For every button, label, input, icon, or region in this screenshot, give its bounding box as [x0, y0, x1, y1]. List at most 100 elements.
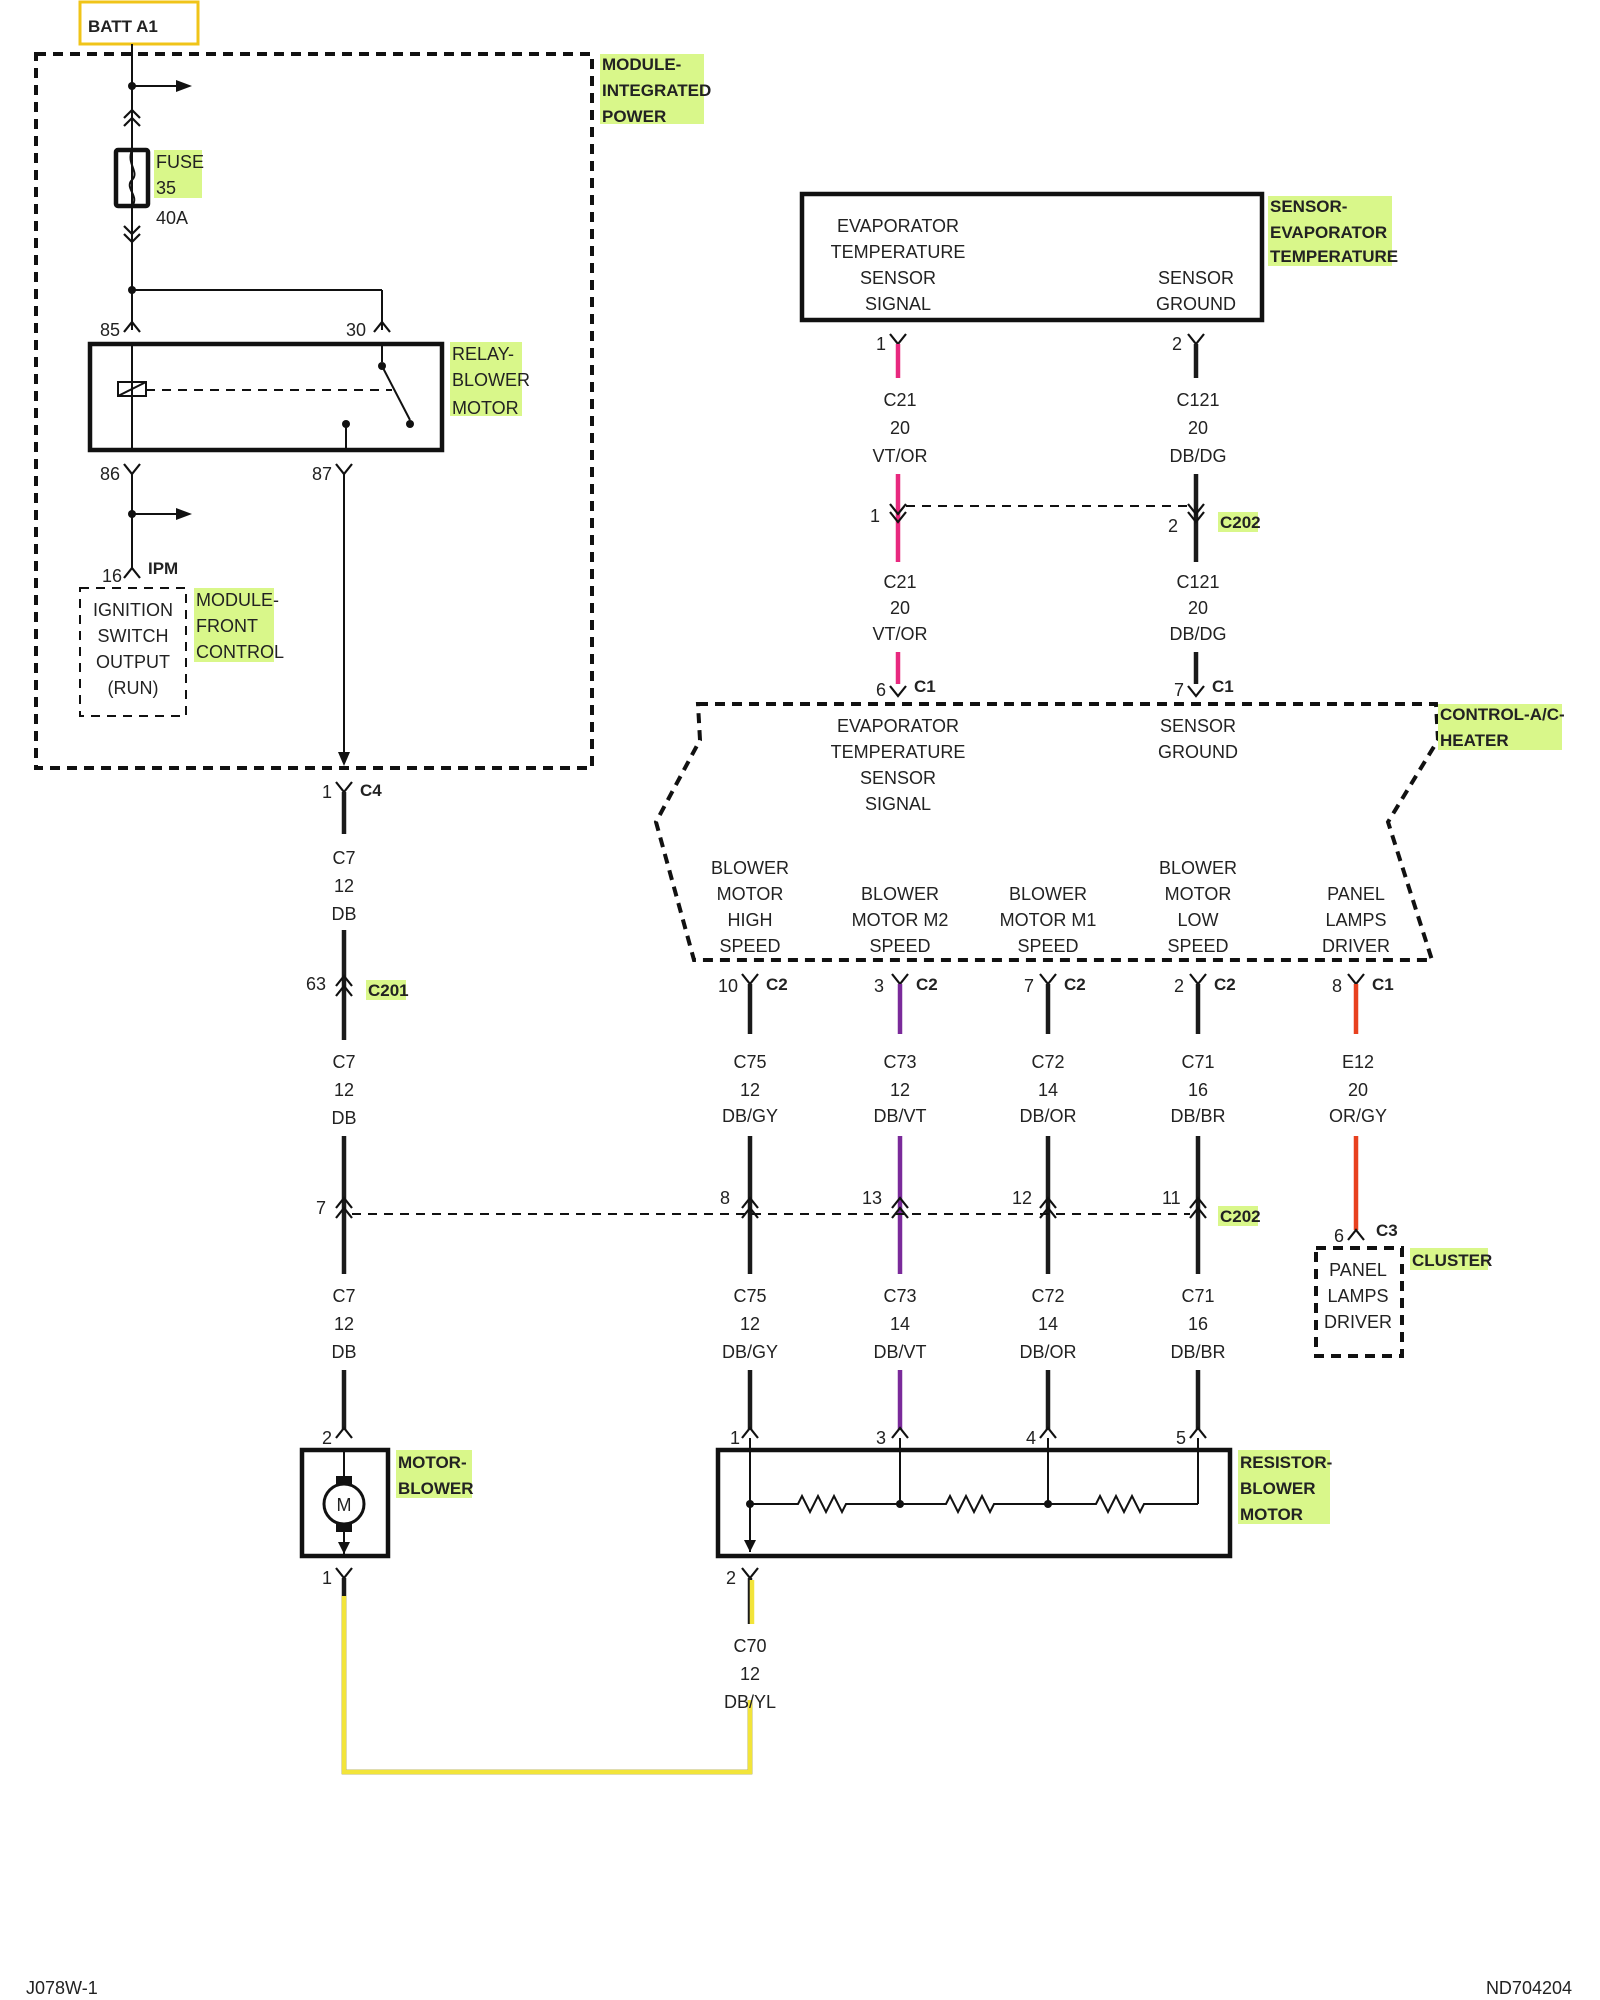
- control-output-low: BLOWER MOTOR LOW SPEED: [1159, 858, 1237, 956]
- svg-text:C73: C73: [883, 1286, 916, 1306]
- svg-text:DB/VT: DB/VT: [873, 1106, 926, 1126]
- relay-pin-86: 86: [100, 464, 120, 484]
- c202-pin-1: 1: [870, 506, 880, 526]
- c4-connector: C4: [360, 781, 382, 800]
- svg-text:SPEED: SPEED: [1167, 936, 1228, 956]
- wire-c7-label-2: C7 12 DB: [331, 1052, 356, 1128]
- svg-text:8: 8: [720, 1188, 730, 1208]
- resistor-name: RESISTOR- BLOWER MOTOR: [1238, 1450, 1332, 1524]
- svg-text:VT/OR: VT/OR: [872, 446, 927, 466]
- svg-text:12: 12: [334, 1080, 354, 1100]
- svg-text:DB: DB: [331, 1342, 356, 1362]
- motor-pin-1: 1: [322, 1568, 332, 1588]
- svg-text:10: 10: [718, 976, 738, 996]
- control-pin-6: 6: [876, 680, 886, 700]
- svg-text:M: M: [337, 1495, 352, 1515]
- svg-text:DRIVER: DRIVER: [1322, 936, 1390, 956]
- c201-pin-63: 63: [306, 974, 326, 994]
- svg-text:BLOWER: BLOWER: [861, 884, 939, 904]
- svg-text:MOTOR: MOTOR: [452, 398, 519, 418]
- svg-text:FRONT: FRONT: [196, 616, 258, 636]
- cluster-c3: C3: [1376, 1221, 1398, 1240]
- wire-c7-label-1: C7 12 DB: [331, 848, 356, 924]
- control-output-panel-lamps: PANEL LAMPS DRIVER: [1322, 884, 1390, 956]
- svg-text:SWITCH: SWITCH: [98, 626, 169, 646]
- svg-text:(RUN): (RUN): [108, 678, 159, 698]
- svg-text:PANEL: PANEL: [1329, 1260, 1387, 1280]
- svg-text:C202: C202: [1220, 513, 1261, 532]
- control-c1-left: C1: [914, 677, 936, 696]
- svg-text:MOTOR: MOTOR: [1165, 884, 1232, 904]
- cluster-pin-6: 6: [1334, 1226, 1344, 1246]
- svg-text:MOTOR M2: MOTOR M2: [852, 910, 949, 930]
- svg-text:MOTOR: MOTOR: [1240, 1505, 1303, 1524]
- svg-text:SPEED: SPEED: [1017, 936, 1078, 956]
- svg-text:C201: C201: [368, 981, 409, 1000]
- svg-text:C72: C72: [1031, 1286, 1064, 1306]
- svg-text:C75: C75: [733, 1052, 766, 1072]
- svg-text:DB/DG: DB/DG: [1169, 446, 1226, 466]
- cluster-box: PANEL LAMPS DRIVER: [1314, 1246, 1404, 1358]
- ipm-module-name: MODULE- INTEGRATED POWER: [600, 54, 711, 126]
- svg-text:GROUND: GROUND: [1158, 742, 1238, 762]
- svg-text:OR/GY: OR/GY: [1329, 1106, 1387, 1126]
- sensor-name: SENSOR- EVAPORATOR TEMPERATURE: [1268, 196, 1398, 266]
- svg-text:8: 8: [1332, 976, 1342, 996]
- svg-text:DB/GY: DB/GY: [722, 1342, 778, 1362]
- svg-text:SENSOR: SENSOR: [860, 268, 936, 288]
- svg-text:GROUND: GROUND: [1156, 294, 1236, 314]
- svg-text:LAMPS: LAMPS: [1325, 910, 1386, 930]
- svg-text:20: 20: [1348, 1080, 1368, 1100]
- output-pins: 10 C2 3 C2 7 C2 2 C2 8 C1: [718, 973, 1394, 996]
- svg-text:BLOWER: BLOWER: [1240, 1479, 1316, 1498]
- svg-text:SENSOR: SENSOR: [1158, 268, 1234, 288]
- svg-text:DB/BR: DB/BR: [1170, 1342, 1225, 1362]
- control-output-m1: BLOWER MOTOR M1 SPEED: [1000, 884, 1097, 956]
- svg-text:BLOWER: BLOWER: [398, 1479, 474, 1498]
- relay-pin-30: 30: [346, 320, 366, 340]
- control-output-m2: BLOWER MOTOR M2 SPEED: [852, 884, 949, 956]
- svg-text:C70: C70: [733, 1636, 766, 1656]
- c202-connector-mid: C202: [1218, 1206, 1261, 1226]
- svg-text:TEMPERATURE: TEMPERATURE: [831, 242, 966, 262]
- svg-text:SENSOR: SENSOR: [1160, 716, 1236, 736]
- svg-text:LAMPS: LAMPS: [1327, 1286, 1388, 1306]
- wire-labels-row-1: C75 12 DB/GY C73 12 DB/VT C72 14 DB/OR C…: [722, 1052, 1387, 1126]
- sensor-pin-2: 2: [1172, 334, 1182, 354]
- svg-text:16: 16: [1188, 1314, 1208, 1334]
- svg-text:PANEL: PANEL: [1327, 884, 1385, 904]
- batt-label: BATT A1: [88, 17, 158, 36]
- svg-text:C1: C1: [1372, 975, 1394, 994]
- svg-text:C71: C71: [1181, 1286, 1214, 1306]
- cluster-name: CLUSTER: [1410, 1248, 1492, 1270]
- svg-text:14: 14: [1038, 1314, 1058, 1334]
- svg-text:C21: C21: [883, 572, 916, 592]
- control-output-high: BLOWER MOTOR HIGH SPEED: [711, 858, 789, 956]
- fuse-label: FUSE 35 40A: [154, 150, 204, 228]
- svg-text:DB: DB: [331, 904, 356, 924]
- svg-text:3: 3: [874, 976, 884, 996]
- svg-text:35: 35: [156, 178, 176, 198]
- svg-text:12: 12: [1012, 1188, 1032, 1208]
- svg-text:C121: C121: [1176, 572, 1219, 592]
- svg-text:C202: C202: [1220, 1207, 1261, 1226]
- svg-text:12: 12: [890, 1080, 910, 1100]
- svg-text:EVAPORATOR: EVAPORATOR: [837, 216, 959, 236]
- svg-text:DB/BR: DB/BR: [1170, 1106, 1225, 1126]
- svg-text:40A: 40A: [156, 208, 188, 228]
- resistor-pins-top: 1 3 4 5: [730, 1426, 1207, 1448]
- batt-splice-arrow: [128, 80, 192, 92]
- control-pin-7: 7: [1174, 680, 1184, 700]
- svg-text:5: 5: [1176, 1428, 1186, 1448]
- svg-text:RESISTOR-: RESISTOR-: [1240, 1453, 1332, 1472]
- resistor-blower-motor: [715, 1438, 1233, 1559]
- svg-text:DB/OR: DB/OR: [1019, 1342, 1076, 1362]
- svg-text:SENSOR-: SENSOR-: [1270, 197, 1347, 216]
- sensor-pin-1: 1: [876, 334, 886, 354]
- resistor-pin-2: 2: [726, 1568, 736, 1588]
- svg-text:INTEGRATED: INTEGRATED: [602, 81, 711, 100]
- svg-text:13: 13: [862, 1188, 882, 1208]
- svg-text:C73: C73: [883, 1052, 916, 1072]
- svg-text:BLOWER: BLOWER: [452, 370, 530, 390]
